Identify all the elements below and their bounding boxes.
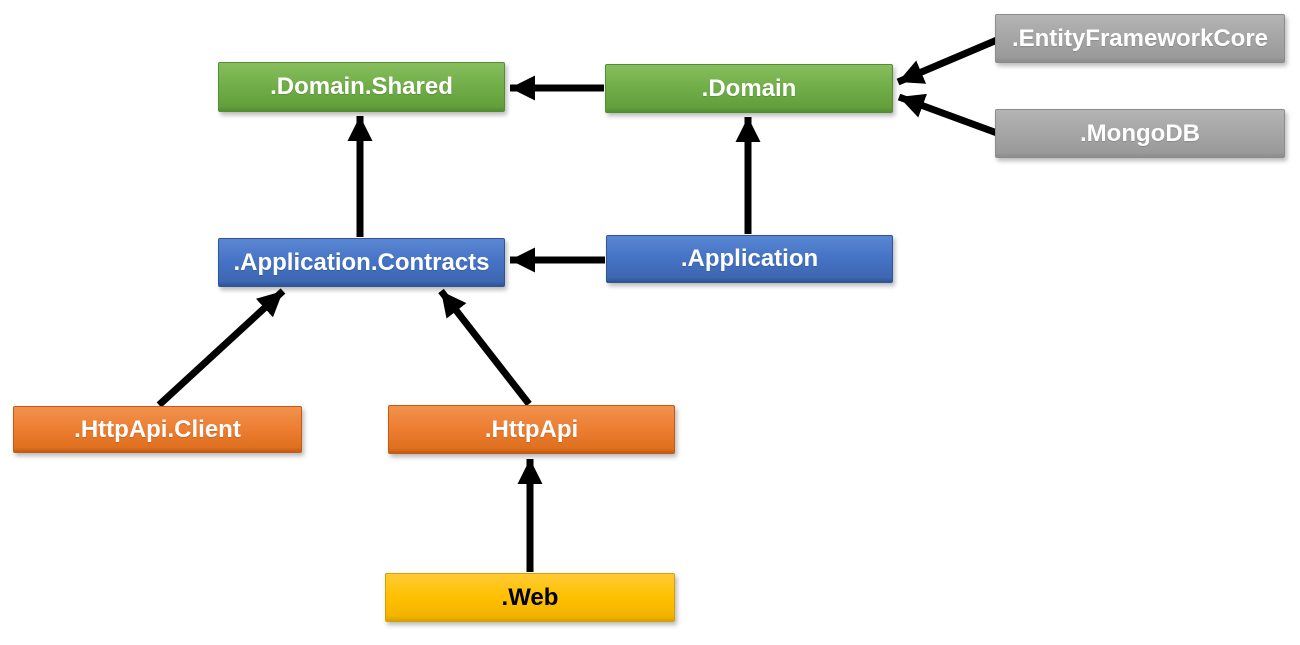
node-domain-shared: .Domain.Shared (218, 62, 505, 112)
node-web: .Web (385, 573, 675, 622)
node-domain: .Domain (605, 64, 893, 113)
edge-httpapi-to-application-contracts (438, 288, 532, 407)
node-mongodb: .MongoDB (995, 109, 1285, 158)
node-application: .Application (606, 235, 893, 283)
node-httpapi: .HttpApi (388, 405, 675, 454)
node-entity-framework-core: .EntityFrameworkCore (995, 14, 1285, 63)
node-application-contracts: .Application.Contracts (218, 238, 505, 287)
edge-entity-framework-core-to-domain (896, 36, 999, 86)
edge-httpapi-client-to-application-contracts (156, 288, 286, 408)
edge-mongodb-to-domain (897, 93, 999, 137)
node-httpapi-client: .HttpApi.Client (13, 406, 302, 453)
